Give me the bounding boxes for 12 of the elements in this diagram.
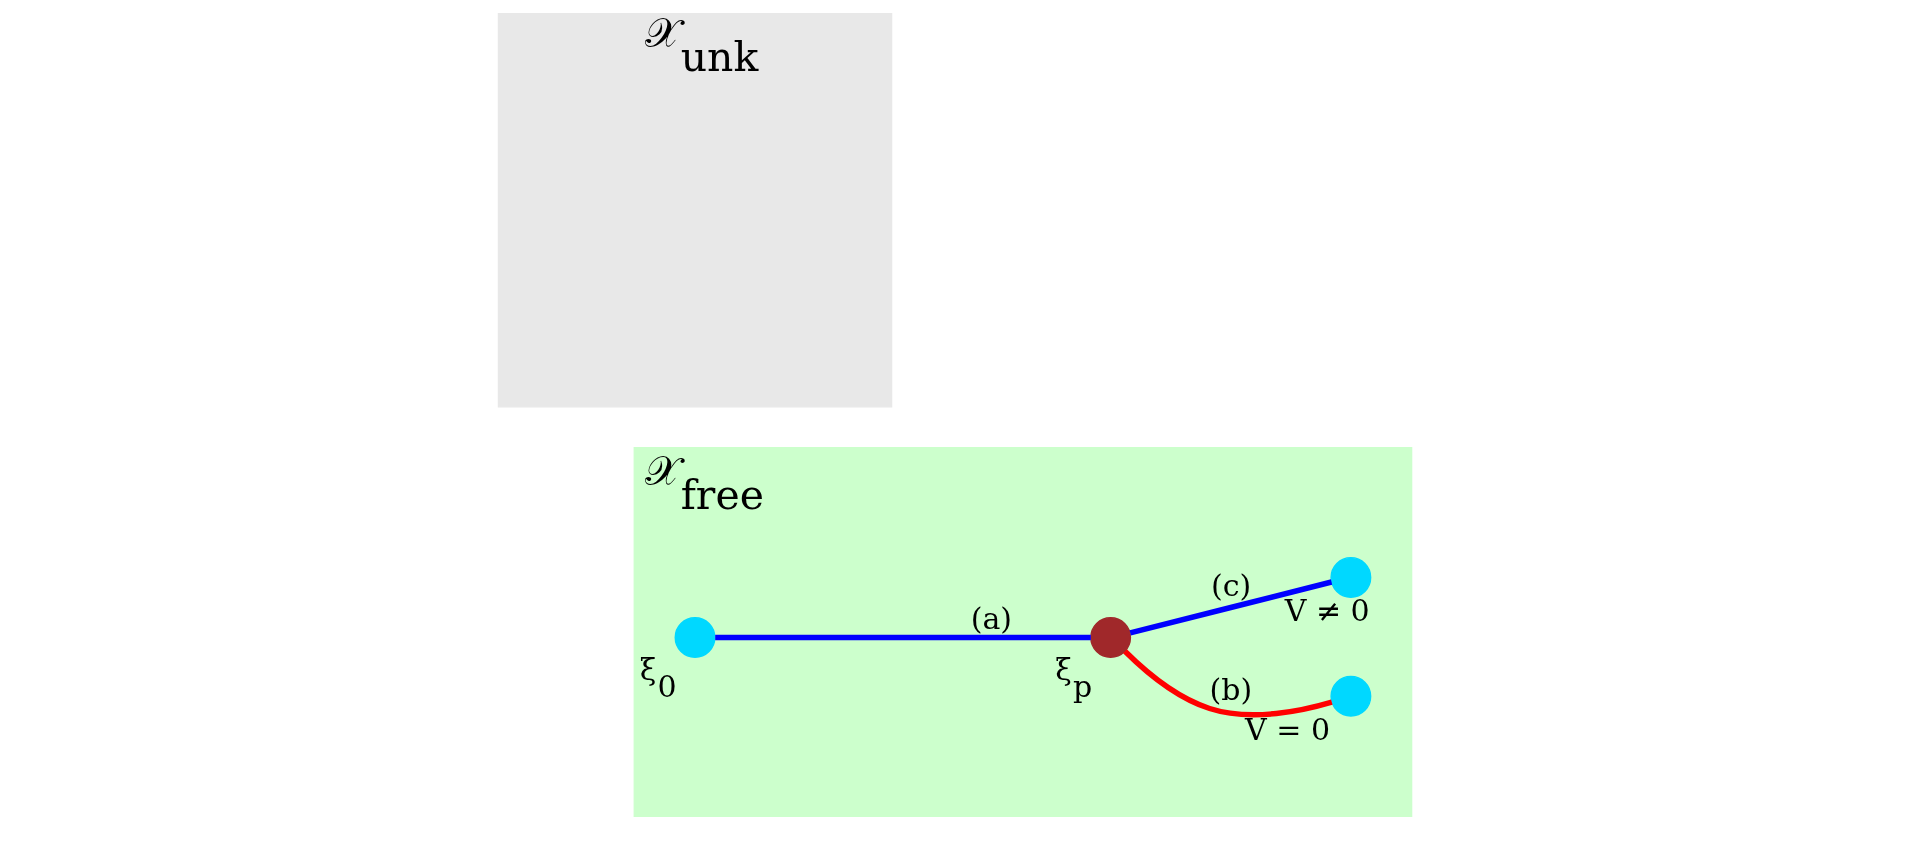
connector — [1129, 579, 1332, 636]
node-circle — [674, 617, 715, 658]
edge-label: (a) — [970, 600, 1012, 636]
node-label: V = 0 — [1244, 712, 1330, 748]
connector — [1122, 649, 1333, 718]
node-circle — [1329, 557, 1371, 598]
node-circle — [1329, 675, 1371, 717]
node-label: V ≠ 0 — [1284, 593, 1370, 629]
node-circle — [1089, 617, 1131, 658]
connector — [714, 634, 1091, 641]
edge-label: (c) — [1210, 568, 1251, 604]
edge-label: (b) — [1209, 671, 1252, 707]
